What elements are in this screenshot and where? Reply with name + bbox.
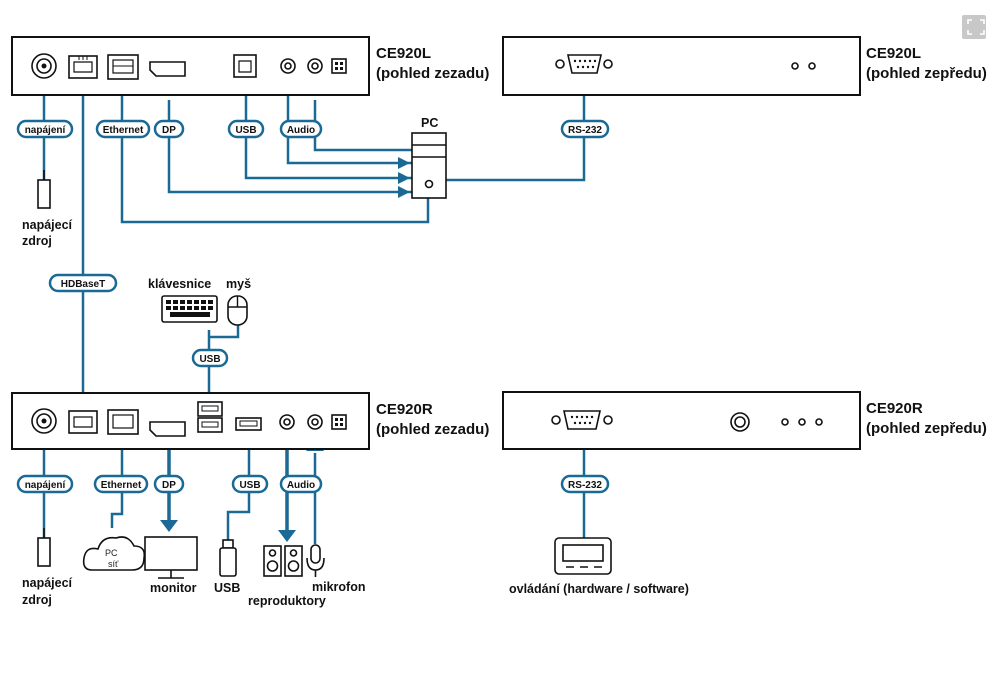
monitor-label: monitor xyxy=(150,581,197,595)
displayport-icon xyxy=(149,61,186,77)
microphone-icon xyxy=(306,544,325,577)
pill-usb: USB xyxy=(227,119,265,139)
power-plug-icon xyxy=(37,170,51,209)
pill-dp: DP xyxy=(153,474,185,494)
wire-top-ethernet xyxy=(120,78,430,224)
pill-dp: DP xyxy=(153,119,185,139)
audio-jack-icon xyxy=(279,414,323,430)
speaker-icon xyxy=(263,545,303,577)
svg-text:USB: USB xyxy=(239,480,260,491)
usb-b-port-icon xyxy=(233,54,257,78)
power-source-label: napájecí xyxy=(22,218,73,232)
power-connector-icon xyxy=(31,408,57,434)
unit-ce920l-front: CE920L (pohled zepředu) xyxy=(502,36,987,96)
svg-text:Audio: Audio xyxy=(287,125,315,136)
led-indicator-icon xyxy=(781,418,823,426)
svg-text:HDBaseT: HDBaseT xyxy=(61,279,105,290)
pill-audio: Audio xyxy=(279,474,323,494)
unit-name: CE920R xyxy=(866,400,923,417)
unit-view: (pohled zepředu) xyxy=(866,65,987,82)
unit-ce920l-rear: CE920L (pohled zezadu) xyxy=(11,36,489,96)
power-source-label: zdroj xyxy=(22,593,52,607)
wire-top-audio-in xyxy=(313,100,412,152)
power-connector-icon xyxy=(31,53,57,79)
control-label: ovládání (hardware / software) xyxy=(509,582,689,596)
svg-text:USB: USB xyxy=(235,125,256,136)
cloud-label: síť xyxy=(108,559,119,569)
svg-text:Ethernet: Ethernet xyxy=(101,480,142,491)
wire-mouse-usb xyxy=(209,325,240,339)
svg-text:DP: DP xyxy=(162,125,176,136)
svg-text:napájení: napájení xyxy=(25,125,67,136)
unit-view: (pohled zezadu) xyxy=(376,421,489,438)
usb-drive-icon xyxy=(219,539,237,577)
pc-tower-icon xyxy=(411,132,447,199)
pill-usb: USB xyxy=(231,474,269,494)
serial-port-icon xyxy=(555,54,613,74)
pill-audio: Audio xyxy=(279,119,323,139)
unit-ce920r-front: CE920R (pohled zepředu) xyxy=(502,391,987,450)
hdbaset-port-icon xyxy=(68,55,98,79)
usb-drive-label: USB xyxy=(214,581,240,595)
pill-hdbaset: HDBaseT xyxy=(48,273,118,293)
cloud-icon xyxy=(82,536,146,571)
expand-button[interactable] xyxy=(962,15,986,39)
unit-view: (pohled zepředu) xyxy=(866,420,987,437)
wire-top-rs232 xyxy=(446,76,586,182)
microphone-label: mikrofon xyxy=(312,580,365,594)
led-indicator-icon xyxy=(791,62,816,70)
speakers-label: reproduktory xyxy=(248,594,326,608)
svg-text:USB: USB xyxy=(199,354,220,365)
pill-rs232: RS-232 xyxy=(560,474,610,494)
unit-name: CE920R xyxy=(376,401,433,418)
usb-a-port-icon xyxy=(197,401,262,433)
unit-view: (pohled zezadu) xyxy=(376,65,489,82)
ethernet-port-icon xyxy=(107,409,139,435)
unit-name: CE920L xyxy=(866,45,921,62)
keyboard-icon xyxy=(161,295,218,323)
mouse-label: myš xyxy=(226,277,251,291)
dip-switch-icon xyxy=(331,58,347,74)
dip-switch-icon xyxy=(331,414,347,430)
wires xyxy=(42,72,586,544)
svg-text:napájení: napájení xyxy=(25,480,67,491)
displayport-icon xyxy=(149,421,186,437)
pill-ethernet: Ethernet xyxy=(93,474,149,494)
hdbaset-port-icon xyxy=(68,410,98,434)
svg-text:RS-232: RS-232 xyxy=(568,125,602,136)
wire-top-audio-out xyxy=(286,72,412,165)
svg-text:Ethernet: Ethernet xyxy=(103,125,144,136)
unit-name: CE920L xyxy=(376,45,431,62)
power-source-label: napájecí xyxy=(22,576,73,590)
unit-ce920r-rear: CE920R (pohled zezadu) xyxy=(11,392,489,450)
svg-text:DP: DP xyxy=(162,480,176,491)
keyboard-label: klávesnice xyxy=(148,277,211,291)
svg-text:RS-232: RS-232 xyxy=(568,480,602,491)
monitor-icon xyxy=(144,536,198,579)
cloud-label: PC xyxy=(105,548,118,558)
serial-port-icon xyxy=(551,410,613,430)
audio-jack-icon xyxy=(280,58,323,74)
power-plug-icon xyxy=(37,528,51,567)
wire-top-usb xyxy=(244,78,412,180)
pill-ethernet: Ethernet xyxy=(95,119,151,139)
svg-text:Audio: Audio xyxy=(287,480,315,491)
expand-icon xyxy=(967,19,985,35)
pill-rs232: RS-232 xyxy=(560,119,610,139)
pc-label: PC xyxy=(421,116,438,130)
pill-power: napájení xyxy=(16,119,74,139)
audio-jack-icon xyxy=(730,412,750,432)
pill-usb: USB xyxy=(191,348,229,368)
pill-power: napájení xyxy=(16,474,74,494)
mouse-icon xyxy=(227,295,248,326)
control-device-icon xyxy=(554,537,612,575)
ethernet-port-icon xyxy=(107,54,139,80)
power-source-label: zdroj xyxy=(22,234,52,248)
